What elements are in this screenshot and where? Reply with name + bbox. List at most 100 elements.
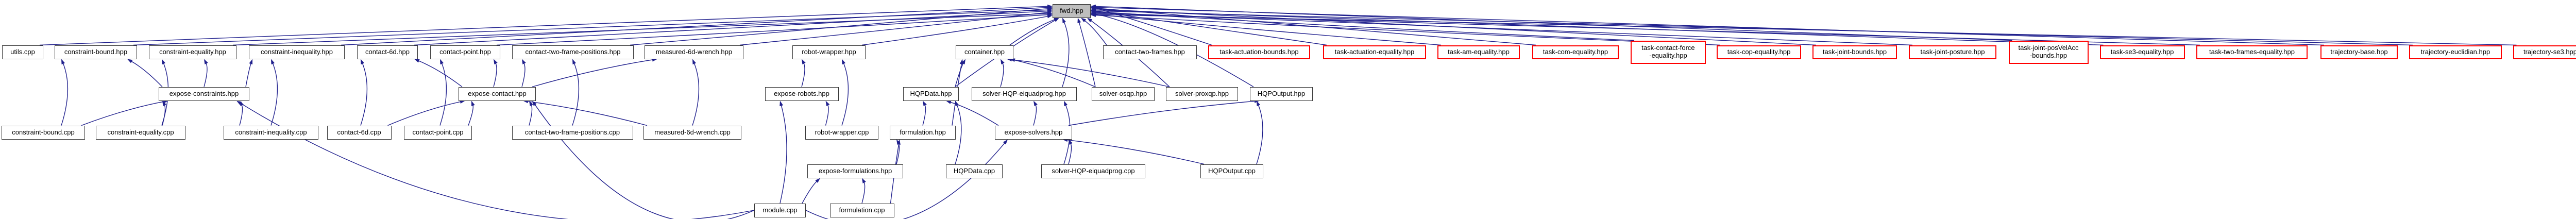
node-constraint-inequality-hpp[interactable]: constraint-inequality.hpp	[249, 45, 345, 59]
dependency-edge	[739, 12, 1049, 46]
node-label: task-com-equality.hpp	[1543, 47, 1608, 56]
dependency-edge-arrowhead	[494, 59, 498, 64]
dependency-edge	[133, 9, 1049, 46]
node-label: measured-6d-wrench.hpp	[655, 47, 733, 56]
dependency-edge	[39, 6, 1049, 46]
node-measured-6d-wrench-hpp[interactable]: measured-6d-wrench.hpp	[645, 45, 743, 59]
node-module-cpp[interactable]: module.cpp	[754, 203, 806, 217]
node-contact-6d-cpp[interactable]: contact-6d.cpp	[327, 125, 392, 140]
node-formulation-cpp[interactable]: formulation.cpp	[829, 203, 894, 217]
node-task-am-equality-hpp[interactable]: task-am-equality.hpp	[1437, 45, 1520, 59]
node-hqpoutput-cpp[interactable]: HQPOutput.cpp	[1200, 164, 1263, 178]
node-fwd-hpp[interactable]: fwd.hpp	[1053, 4, 1091, 18]
dependency-edge	[529, 104, 533, 126]
node-label: expose-formulations.hpp	[818, 166, 892, 175]
node-contact-two-frames-hpp[interactable]: contact-two-frames.hpp	[1103, 45, 1197, 59]
dependency-edge-arrowhead	[955, 100, 959, 107]
node-constraint-inequality-cpp[interactable]: constraint-inequality.cpp	[224, 125, 318, 140]
node-contact-point-cpp[interactable]: contact-point.cpp	[404, 125, 472, 140]
node-task-actuation-bounds-hpp[interactable]: task-actuation-bounds.hpp	[1208, 45, 1310, 59]
node-task-com-equality-hpp[interactable]: task-com-equality.hpp	[1532, 45, 1619, 59]
node-task-two-frames-equality-hpp[interactable]: task-two-frames-equality.hpp	[2196, 45, 2308, 59]
node-task-joint-posture-hpp[interactable]: task-joint-posture.hpp	[1909, 45, 1996, 59]
dependency-edge	[130, 60, 163, 87]
node-hqpdata-hpp[interactable]: HQPData.hpp	[903, 87, 959, 101]
node-hqpoutput-hpp[interactable]: HQPOutput.hpp	[1250, 87, 1313, 101]
dependency-edge	[245, 62, 252, 87]
dependency-edge-arrowhead	[692, 59, 697, 65]
node-constraint-bound-hpp[interactable]: constraint-bound.hpp	[55, 45, 137, 59]
node-task-joint-bounds-hpp[interactable]: task-joint-bounds.hpp	[1812, 45, 1897, 59]
dependency-edge	[779, 105, 787, 204]
node-expose-contact-hpp[interactable]: expose-contact.hpp	[459, 87, 536, 101]
node-task-se3-equality-hpp[interactable]: task-se3-equality.hpp	[2099, 45, 2185, 59]
node-robot-wrapper-cpp[interactable]: robot-wrapper.cpp	[805, 125, 878, 140]
node-label: task-se3-equality.hpp	[2110, 47, 2174, 56]
node-hqpdata-cpp[interactable]: HQPData.cpp	[946, 164, 1003, 178]
dependency-edge	[801, 62, 805, 87]
node-solver-osqp-hpp[interactable]: solver-osqp.hpp	[1092, 87, 1155, 101]
node-task-cop-equality-hpp[interactable]: task-cop-equality.hpp	[1717, 45, 1801, 59]
dependency-edge	[418, 60, 463, 88]
node-label: -bounds.hpp	[2029, 52, 2067, 59]
dependency-edge	[955, 62, 964, 87]
node-formulation-hpp[interactable]: formulation.hpp	[890, 125, 956, 140]
node-contact-point-hpp[interactable]: contact-point.hpp	[430, 45, 500, 59]
dependency-edge-arrowhead	[127, 59, 133, 63]
node-solver-hqp-eiquadprog-cpp[interactable]: solver-HQP-eiquadprog.cpp	[1041, 164, 1145, 178]
node-label: formulation.cpp	[839, 206, 885, 214]
node-contact-tfp-cpp[interactable]: contact-two-frame-positions.cpp	[512, 125, 633, 140]
node-constraint-bound-cpp[interactable]: constraint-bound.cpp	[2, 125, 85, 140]
dependency-edge-arrowhead	[1087, 18, 1093, 23]
node-label: contact-two-frame-positions.hpp	[525, 47, 621, 56]
node-expose-constraints-hpp[interactable]: expose-constraints.hpp	[159, 87, 249, 101]
node-task-actuation-equality-hpp[interactable]: task-actuation-equality.hpp	[1323, 45, 1426, 59]
node-label: constraint-inequality.cpp	[235, 128, 307, 136]
node-solver-proxqp-hpp[interactable]: solver-proxqp.hpp	[1166, 87, 1238, 101]
dependency-edge-arrowhead	[1091, 9, 1096, 13]
node-label: solver-osqp.hpp	[1099, 89, 1147, 97]
dependency-edge	[1084, 20, 1107, 45]
dependency-edge	[861, 15, 1049, 46]
dependency-edge	[521, 62, 526, 87]
node-contact-6d-hpp[interactable]: contact-6d.hpp	[357, 45, 418, 59]
node-constraint-equality-cpp[interactable]: constraint-equality.cpp	[96, 125, 185, 140]
node-task-contact-force-equality-hpp[interactable]: task-contact-force-equality.hpp	[1631, 40, 1706, 64]
node-label: task-cop-equality.hpp	[1727, 47, 1791, 56]
node-label: trajectory-se3.hpp	[2523, 47, 2576, 56]
node-label: HQPData.hpp	[910, 89, 952, 97]
node-trajectory-base-hpp[interactable]: trajectory-base.hpp	[2320, 45, 2398, 59]
node-utils-cpp[interactable]: utils.cpp	[2, 45, 43, 59]
node-label: HQPOutput.cpp	[1208, 166, 1256, 175]
node-task-joint-posvelacc-bounds-hpp[interactable]: task-joint-posVelAcc-bounds.hpp	[2008, 40, 2089, 64]
node-trajectory-euclidian-hpp[interactable]: trajectory-euclidian.hpp	[2409, 45, 2502, 59]
node-label: constraint-bound.cpp	[12, 128, 75, 136]
dependency-edge	[81, 101, 165, 126]
dependency-edge	[1068, 143, 1072, 164]
node-trajectory-se3-hpp[interactable]: trajectory-se3.hpp	[2513, 45, 2576, 59]
dependency-edge-arrowhead	[825, 100, 830, 106]
node-label: task-two-frames-equality.hpp	[2209, 47, 2295, 56]
node-contact-tfp-hpp[interactable]: contact-two-frame-positions.hpp	[512, 45, 634, 59]
dependency-edge	[468, 104, 473, 126]
dependency-edge-arrowhead	[162, 59, 166, 65]
node-label: robot-wrapper.hpp	[802, 47, 856, 56]
dependency-edge-arrowhead	[946, 100, 952, 104]
node-robot-wrapper-hpp[interactable]: robot-wrapper.hpp	[792, 45, 866, 59]
node-solver-hqp-eiquadprog-hpp[interactable]: solver-HQP-eiquadprog.hpp	[972, 87, 1077, 101]
dependency-edge-arrowhead	[471, 100, 475, 107]
node-constraint-equality-hpp[interactable]: constraint-equality.hpp	[149, 45, 236, 59]
node-label: trajectory-euclidian.hpp	[2420, 47, 2490, 56]
node-label: fwd.hpp	[1060, 6, 1083, 14]
node-label: measured-6d-wrench.cpp	[654, 128, 731, 136]
dependency-edge	[1013, 59, 1096, 88]
dependency-edge-arrowhead	[842, 59, 846, 65]
node-label: task-joint-posture.hpp	[1920, 47, 1985, 56]
node-expose-formulations-hpp[interactable]: expose-formulations.hpp	[807, 164, 903, 178]
node-container-hpp[interactable]: container.hpp	[956, 45, 1013, 59]
node-expose-robots-hpp[interactable]: expose-robots.hpp	[765, 87, 839, 101]
node-label: robot-wrapper.cpp	[815, 128, 869, 136]
node-measured-6d-wrench-cpp[interactable]: measured-6d-wrench.cpp	[643, 125, 741, 140]
node-expose-solvers-hpp[interactable]: expose-solvers.hpp	[995, 125, 1072, 140]
node-label: formulation.hpp	[900, 128, 946, 136]
